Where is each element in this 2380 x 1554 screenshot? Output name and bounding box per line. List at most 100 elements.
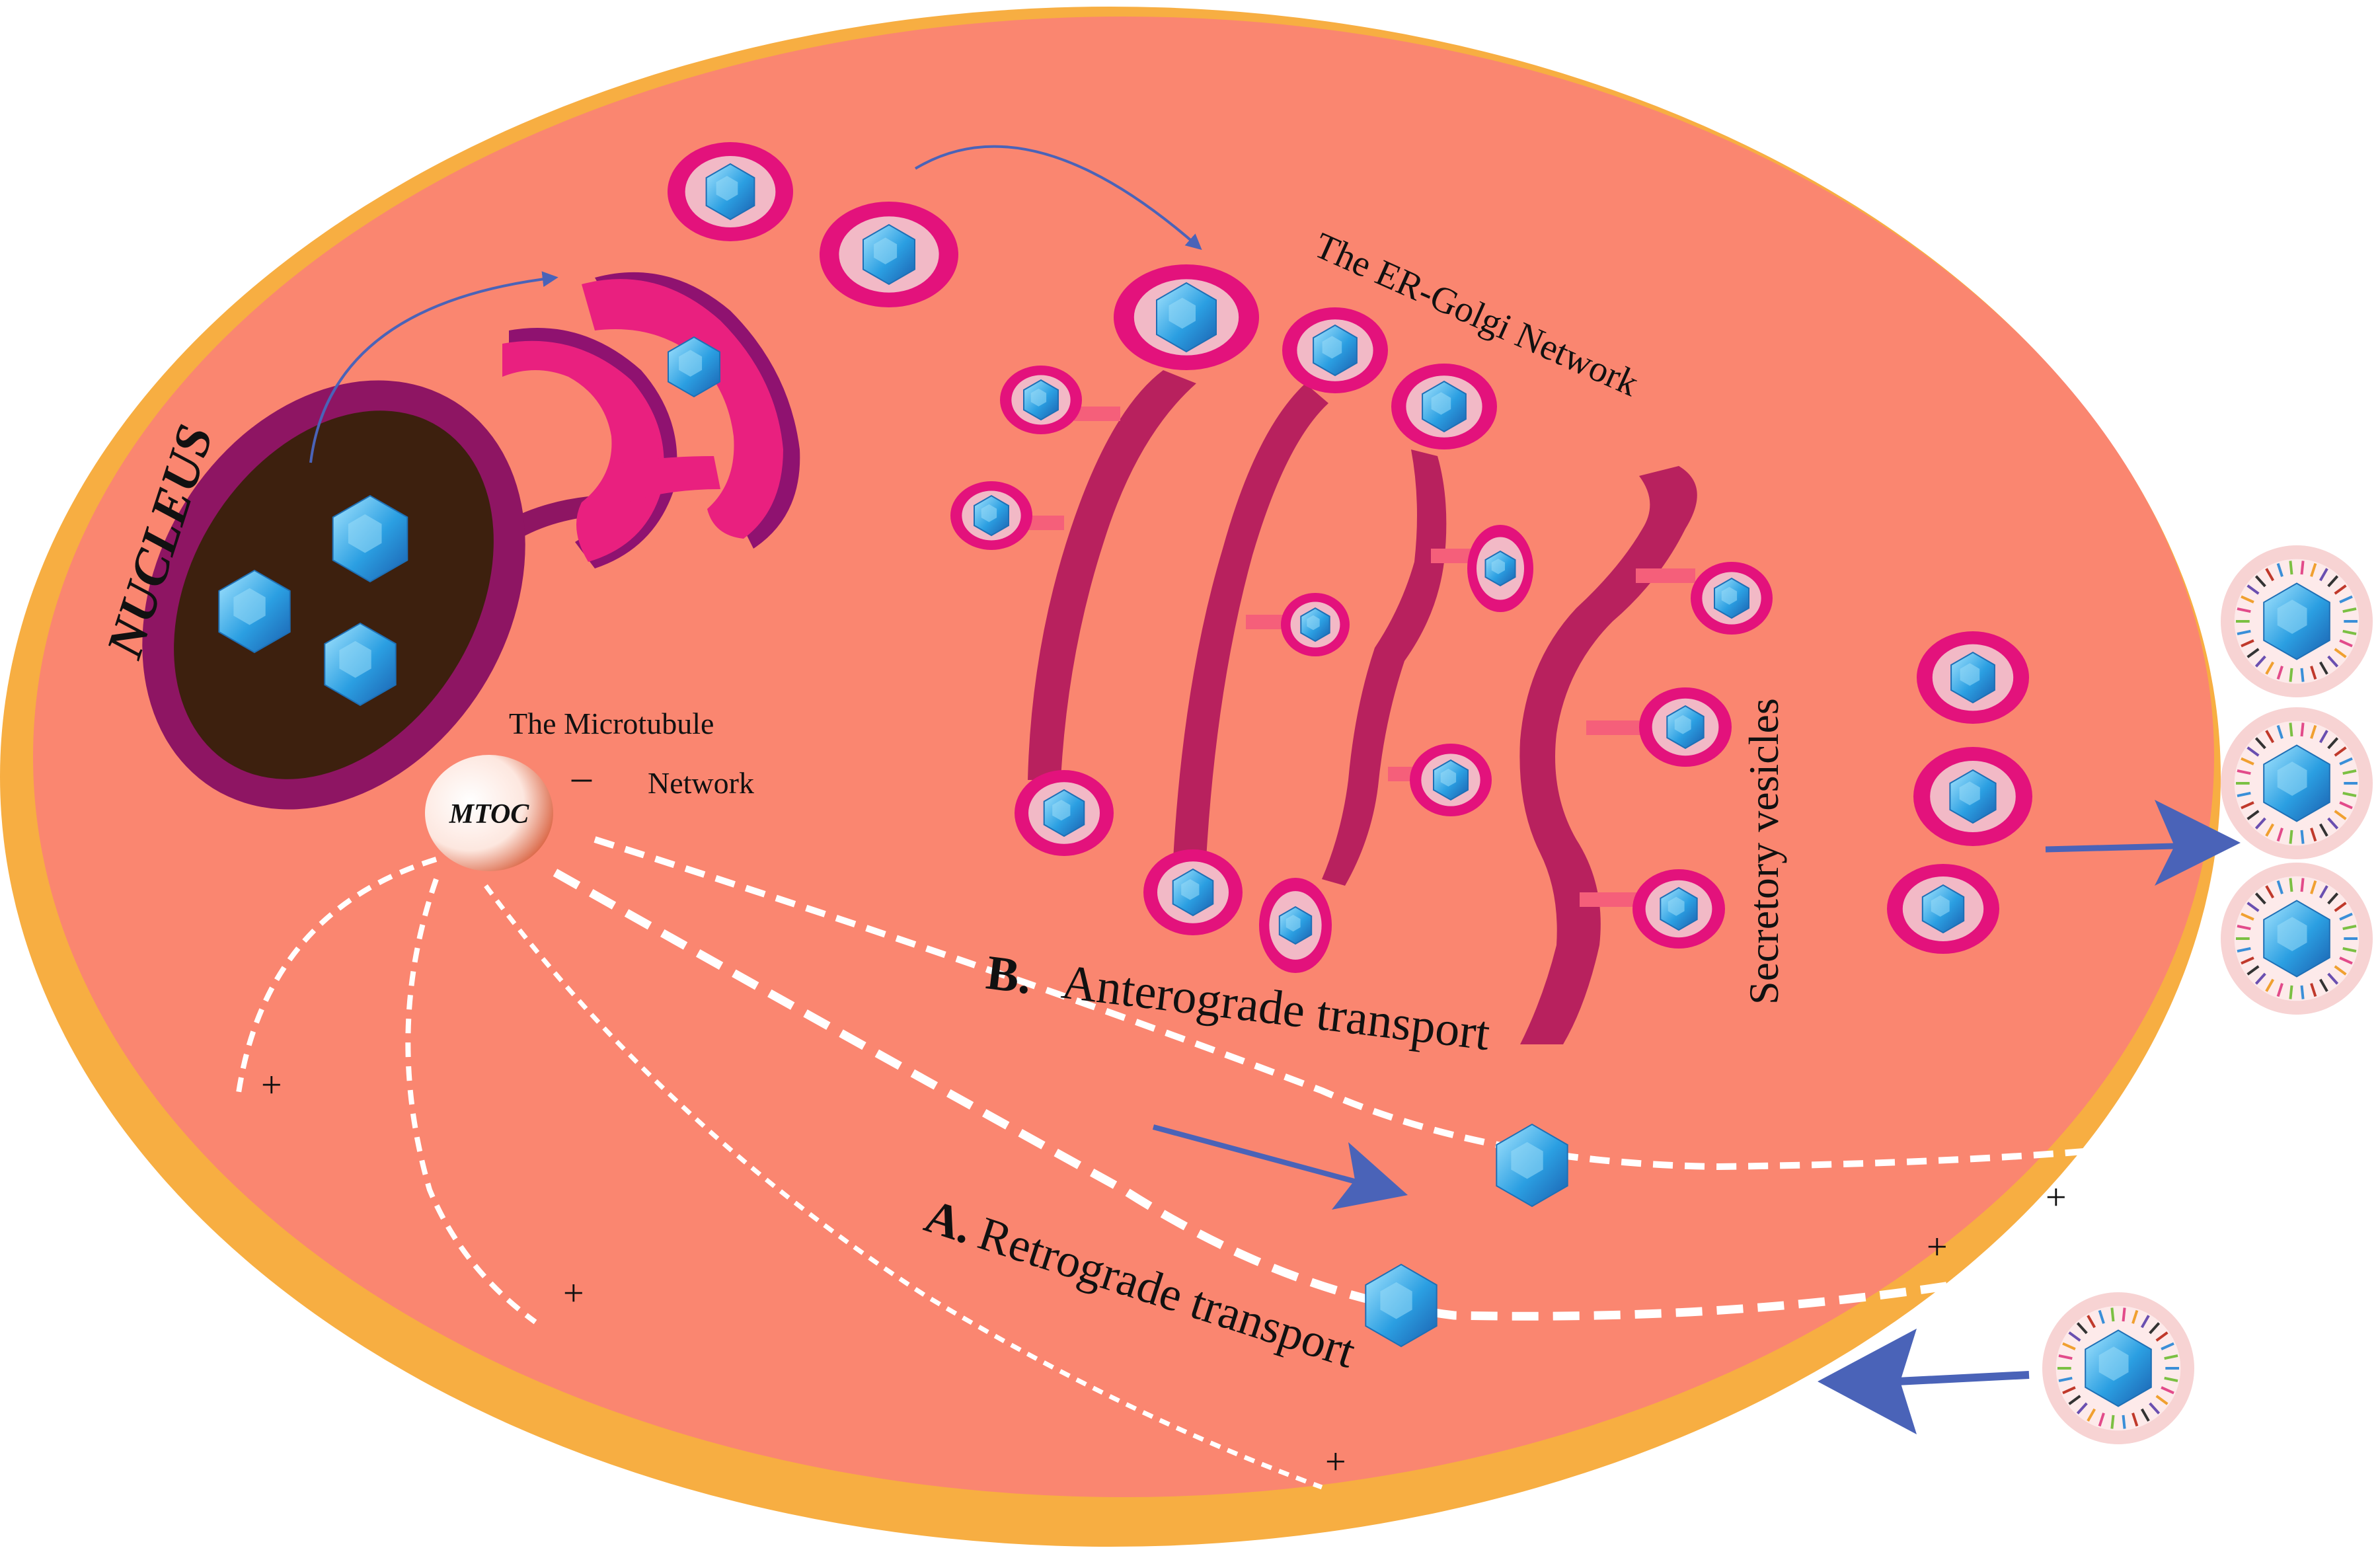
virion-spike bbox=[2265, 661, 2275, 675]
virion-spike bbox=[2300, 668, 2305, 682]
er-vesicle bbox=[1639, 687, 1732, 767]
secretory-vesicle bbox=[1913, 747, 2032, 846]
virion-spike bbox=[2310, 724, 2317, 739]
virion-spike bbox=[2246, 810, 2260, 820]
golgi-stack bbox=[502, 272, 800, 568]
virion-spike bbox=[2300, 830, 2305, 844]
virion-spike bbox=[2342, 629, 2357, 636]
virion-spike bbox=[2254, 892, 2266, 905]
virion-spike bbox=[2110, 1307, 2115, 1322]
virion-spike bbox=[2098, 1413, 2105, 1427]
virion-spike bbox=[2310, 828, 2317, 842]
virion-spike bbox=[2289, 878, 2293, 892]
virion-spike bbox=[2246, 746, 2260, 757]
virion-spike bbox=[2276, 983, 2284, 997]
nucleus-virus-1 bbox=[332, 494, 408, 583]
virion-spike bbox=[2339, 757, 2353, 765]
virion-spike bbox=[2339, 956, 2353, 965]
virion-spike bbox=[2062, 1342, 2076, 1350]
virion-spike bbox=[2237, 629, 2251, 636]
virion-spike bbox=[2149, 1322, 2161, 1335]
plus-end-label: + bbox=[563, 1273, 584, 1314]
virion-spike bbox=[2327, 737, 2339, 750]
microtubule bbox=[405, 878, 537, 1325]
golgi-bridge bbox=[621, 456, 720, 502]
virion-spike bbox=[2068, 1331, 2081, 1342]
virion-spike bbox=[2246, 965, 2260, 976]
virion-spike bbox=[2241, 801, 2254, 810]
virion-spike bbox=[2342, 607, 2357, 613]
virion-spike bbox=[2161, 1342, 2174, 1350]
virion-spike bbox=[2241, 639, 2254, 648]
anterograde-direction-arrow bbox=[1152, 1124, 1363, 1186]
er-vesicle bbox=[1259, 878, 1332, 973]
virion-spike bbox=[2276, 666, 2284, 680]
virion-spike bbox=[2339, 639, 2353, 648]
virion-spike bbox=[2265, 730, 2275, 744]
virion-spike bbox=[2319, 885, 2328, 899]
plus-end-label: + bbox=[1927, 1227, 1948, 1268]
virion bbox=[2042, 1292, 2194, 1444]
virion bbox=[2221, 707, 2373, 859]
virion-spike bbox=[2289, 561, 2293, 575]
exit-arrowhead bbox=[2155, 800, 2241, 886]
virion-spike bbox=[2334, 965, 2347, 976]
virion-spike bbox=[2241, 956, 2254, 965]
straight-arrows bbox=[1152, 800, 2241, 1434]
mtoc-body bbox=[425, 755, 553, 871]
virion-spike bbox=[2327, 655, 2339, 668]
virion-spike bbox=[2131, 1309, 2139, 1324]
secretory-vesicles-label: Secretory vesicles bbox=[1740, 698, 1787, 1005]
virion-spike bbox=[2062, 1386, 2076, 1395]
virion bbox=[2221, 863, 2373, 1015]
microtubule-label-line2: Network bbox=[648, 766, 754, 800]
virion-spike bbox=[2334, 810, 2347, 820]
entry-arrow bbox=[1896, 1371, 2030, 1385]
nucleus-interior bbox=[174, 410, 494, 779]
er-vesicle bbox=[950, 481, 1032, 550]
mtoc-label: MTOC bbox=[449, 799, 530, 830]
virion-spike bbox=[2237, 769, 2251, 775]
virion-spike bbox=[2265, 885, 2275, 899]
microtubule bbox=[235, 857, 438, 1098]
virion-spike bbox=[2237, 924, 2251, 931]
er-vesicle bbox=[1143, 849, 1243, 935]
er-vesicle bbox=[1015, 770, 1114, 856]
er-vesicle bbox=[1410, 744, 1492, 816]
virion-spike bbox=[2254, 972, 2266, 985]
minus-end-label: – bbox=[571, 755, 592, 798]
virion-spike bbox=[2131, 1413, 2139, 1427]
virion-spike bbox=[2241, 595, 2254, 603]
er-vesicle bbox=[1467, 525, 1533, 612]
virion-spike bbox=[2237, 607, 2251, 613]
virion-spike bbox=[2319, 661, 2328, 675]
er-vesicle bbox=[1114, 264, 1259, 370]
virion bbox=[2221, 545, 2373, 697]
virion-spike bbox=[2300, 878, 2305, 892]
virion-spike bbox=[2140, 1408, 2150, 1422]
virion-spike bbox=[2289, 830, 2293, 844]
er-vesicle bbox=[1391, 364, 1497, 449]
virion-spike bbox=[2087, 1408, 2096, 1422]
plus-end-label: + bbox=[1325, 1442, 1346, 1483]
virion-spike bbox=[2246, 648, 2260, 658]
virion-spike bbox=[2122, 1415, 2126, 1429]
virion-spike bbox=[2276, 563, 2284, 577]
entry-arrowhead bbox=[1818, 1329, 1917, 1434]
virion-spike bbox=[2289, 985, 2293, 999]
microtubules bbox=[235, 836, 2135, 1490]
virion-spike bbox=[2155, 1331, 2169, 1342]
golgi-to-er-arrow bbox=[914, 145, 1202, 251]
microtubule-label-line1: The Microtubule bbox=[509, 707, 714, 740]
nucleus-to-golgi-arrow bbox=[309, 271, 558, 463]
plus-end-label: + bbox=[2046, 1177, 2067, 1218]
virion-spike bbox=[2342, 924, 2357, 931]
virion-spike bbox=[2334, 902, 2347, 912]
er-vesicle bbox=[1632, 869, 1725, 949]
golgi-virus bbox=[668, 336, 720, 398]
virion-spike bbox=[2339, 595, 2353, 603]
virion-spike bbox=[2149, 1402, 2161, 1415]
virion-spike bbox=[2289, 668, 2293, 682]
virion-spike bbox=[2265, 823, 2275, 837]
